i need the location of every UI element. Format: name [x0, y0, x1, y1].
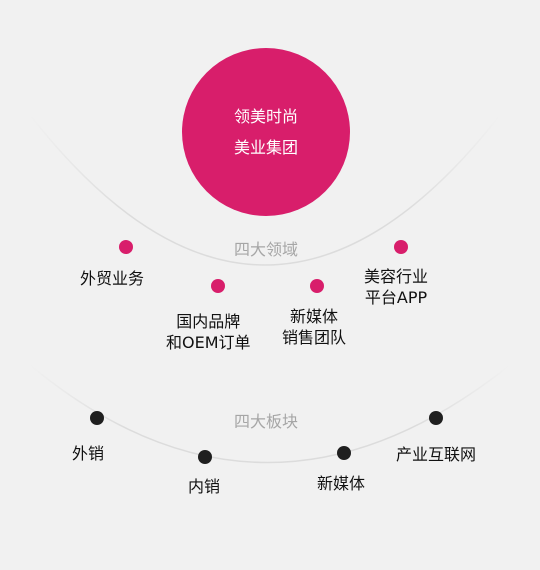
center-title-line1: 领美时尚	[233, 107, 298, 126]
sector-dot-3	[337, 446, 351, 460]
domain-label-4-line1: 美容行业	[364, 267, 429, 286]
domain-label-3-line1: 新媒体	[290, 307, 339, 326]
domains-section-title: 四大领域	[234, 240, 299, 259]
sector-label-4-line1: 产业互联网	[396, 445, 477, 464]
sector-dot-4	[429, 411, 443, 425]
domain-dot-2	[211, 279, 225, 293]
domain-label-2: 国内品牌 和OEM订单	[166, 311, 251, 353]
domain-label-2-line2: 和OEM订单	[166, 333, 251, 352]
sector-dot-1	[90, 411, 104, 425]
sector-dot-2	[198, 450, 212, 464]
domain-label-1: 外贸业务	[80, 268, 144, 289]
domain-label-4: 美容行业 平台APP	[364, 266, 428, 308]
domain-label-4-line2: 平台APP	[364, 288, 428, 307]
domain-dot-1	[119, 240, 133, 254]
sector-label-2-line1: 内销	[188, 477, 221, 496]
center-circle: 领美时尚 美业集团	[182, 48, 350, 216]
domain-dot-4	[394, 240, 408, 254]
sector-label-2: 内销	[188, 476, 220, 497]
sectors-section-title: 四大板块	[234, 412, 299, 431]
sector-label-1: 外销	[72, 443, 104, 464]
domain-label-2-line1: 国内品牌	[176, 312, 241, 331]
center-title-line2: 美业集团	[233, 138, 298, 157]
domains-arc	[29, 114, 501, 266]
sector-label-3: 新媒体	[317, 473, 365, 494]
domain-label-3: 新媒体 销售团队	[282, 306, 346, 348]
domain-label-3-line2: 销售团队	[282, 328, 347, 347]
domain-dot-3	[310, 279, 324, 293]
sector-label-4: 产业互联网	[396, 444, 476, 465]
domain-label-1-line1: 外贸业务	[80, 269, 145, 288]
sector-label-3-line1: 新媒体	[317, 474, 366, 493]
sector-label-1-line1: 外销	[72, 444, 105, 463]
